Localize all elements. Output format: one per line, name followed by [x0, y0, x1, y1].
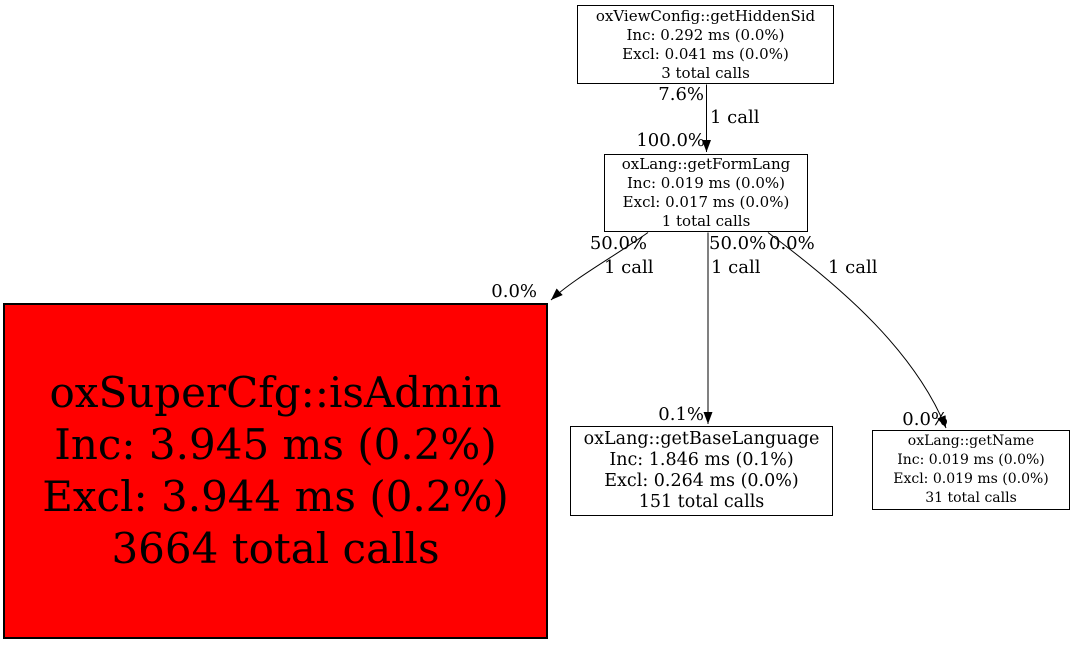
- node-function-name: oxLang::getFormLang: [621, 155, 791, 173]
- edge-label-source-percent: 7.6%: [658, 84, 704, 105]
- node-total-calls: 3 total calls: [661, 63, 750, 82]
- node-inclusive-time: Inc: 3.945 ms (0.2%): [54, 420, 497, 469]
- node-oxlang-getname: oxLang::getName Inc: 0.019 ms (0.0%) Exc…: [872, 430, 1070, 510]
- node-oxlang-getformlang: oxLang::getFormLang Inc: 0.019 ms (0.0%)…: [604, 154, 808, 232]
- edge-label-target-percent: 0.0%: [902, 409, 948, 430]
- node-exclusive-time: Excl: 0.017 ms (0.0%): [622, 193, 790, 211]
- node-exclusive-time: Excl: 3.944 ms (0.2%): [42, 472, 509, 521]
- node-inclusive-time: Inc: 0.292 ms (0.0%): [626, 25, 785, 44]
- edge-label-call-count: 1 call: [828, 257, 878, 278]
- node-inclusive-time: Inc: 0.019 ms (0.0%): [626, 174, 786, 192]
- edge-label-target-percent: 0.0%: [491, 281, 537, 302]
- node-total-calls: 1 total calls: [661, 212, 751, 230]
- edge-label-target-percent: 100.0%: [636, 130, 705, 151]
- node-oxlang-getbaselanguage: oxLang::getBaseLanguage Inc: 1.846 ms (0…: [570, 426, 833, 516]
- node-exclusive-time: Excl: 0.264 ms (0.0%): [604, 471, 799, 491]
- edge-label-source-percent: 50.0%: [709, 233, 767, 254]
- edge-label-call-count: 1 call: [710, 107, 760, 128]
- node-function-name: oxLang::getBaseLanguage: [583, 429, 820, 449]
- node-total-calls: 151 total calls: [638, 492, 765, 512]
- node-function-name: oxViewConfig::getHiddenSid: [595, 6, 816, 25]
- node-exclusive-time: Excl: 0.041 ms (0.0%): [622, 44, 789, 63]
- node-function-name: oxLang::getName: [907, 433, 1035, 449]
- edge-label-target-percent: 0.1%: [658, 404, 704, 425]
- edge-label-call-count: 1 call: [711, 257, 761, 278]
- edge-label-call-count: 1 call: [604, 257, 654, 278]
- node-oxsupercfg-isadmin-hotspot: oxSuperCfg::isAdmin Inc: 3.945 ms (0.2%)…: [3, 303, 548, 639]
- edge-label-source-percent: 0.0%: [769, 233, 815, 254]
- node-inclusive-time: Inc: 1.846 ms (0.1%): [609, 450, 794, 470]
- node-oxviewconfig-gethiddensid: oxViewConfig::getHiddenSid Inc: 0.292 ms…: [577, 5, 834, 84]
- node-function-name: oxSuperCfg::isAdmin: [49, 368, 502, 417]
- node-total-calls: 31 total calls: [925, 490, 1017, 506]
- node-inclusive-time: Inc: 0.019 ms (0.0%): [897, 452, 1045, 468]
- edge-label-source-percent: 50.0%: [589, 233, 647, 254]
- node-exclusive-time: Excl: 0.019 ms (0.0%): [893, 471, 1049, 487]
- node-total-calls: 3664 total calls: [111, 524, 440, 573]
